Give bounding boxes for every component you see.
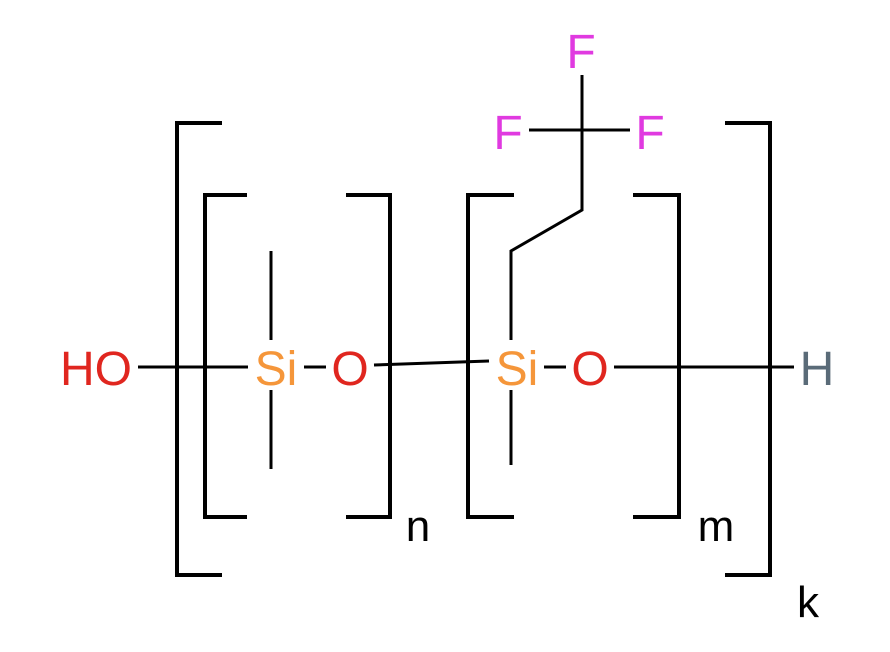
bracket-m-left (466, 193, 514, 519)
atom-f-left-label: F (493, 107, 522, 160)
atom-si-2-label: Si (496, 343, 539, 396)
atom-si-1-label: Si (255, 343, 298, 396)
atom-labels: HO Si O Si O H F F F (60, 26, 834, 396)
bracket-m-right (633, 193, 681, 519)
brackets (175, 121, 772, 577)
atom-o-1-label: O (331, 343, 368, 396)
atom-f-right-label: F (635, 107, 664, 160)
subscript-m: m (698, 502, 735, 551)
subscript-n: n (406, 502, 430, 551)
bracket-outer-left (175, 121, 222, 577)
bond-trifluoropropyl-chain (509, 130, 584, 340)
atom-h-end-label: H (800, 343, 835, 396)
bonds (138, 75, 794, 469)
atom-o-2-label: O (571, 343, 608, 396)
atom-f-top-label: F (566, 26, 595, 79)
bracket-n-left (203, 193, 247, 519)
bracket-n-right (346, 193, 392, 519)
subscripts: n m k (406, 502, 820, 627)
atom-ho-label: HO (60, 343, 132, 396)
subscript-k: k (797, 578, 820, 627)
bracket-outer-right (725, 121, 772, 577)
